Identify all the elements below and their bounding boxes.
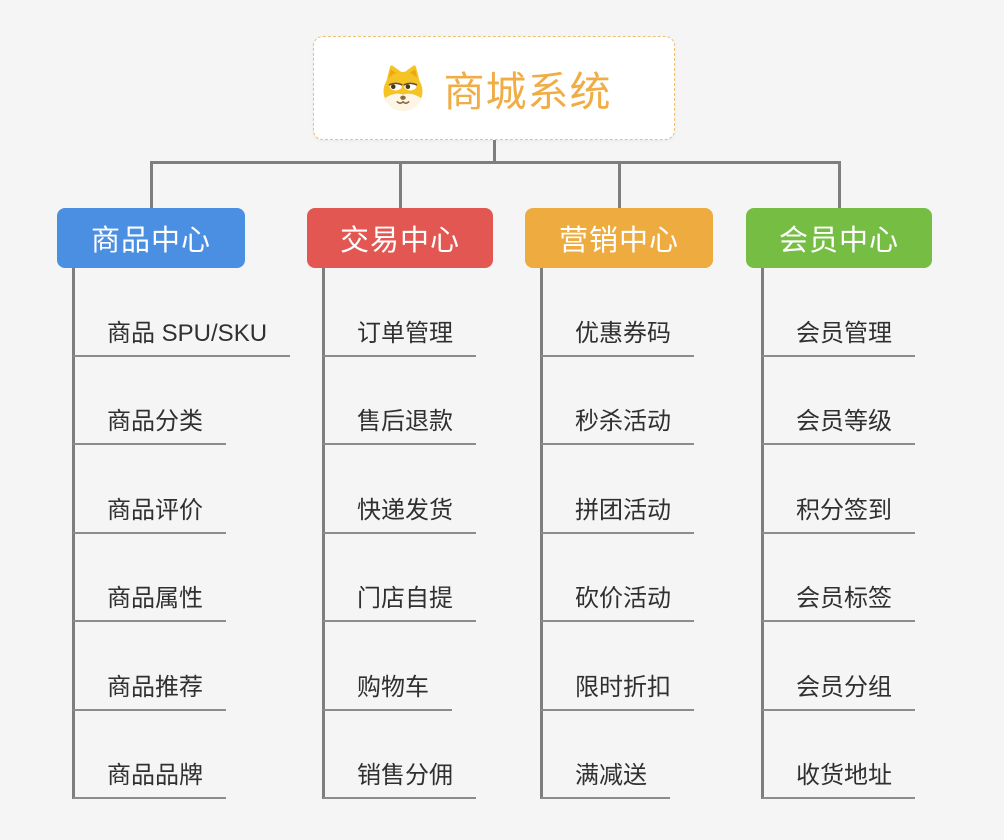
connector-bus: [149, 161, 841, 164]
root-node-label: 商城系统: [443, 69, 612, 115]
connector-spine-marketing-center: [540, 268, 543, 799]
leaf-node[interactable]: 商品推荐: [73, 622, 226, 711]
connector-spine-trade-center: [322, 268, 325, 799]
leaf-node[interactable]: 收货地址: [762, 711, 915, 799]
branch-column-member-center: 会员中心会员管理会员等级积分签到会员标签会员分组收货地址: [746, 208, 932, 799]
leaf-node[interactable]: 商品 SPU/SKU: [73, 268, 291, 357]
leaf-list-member-center: 会员管理会员等级积分签到会员标签会员分组收货地址: [762, 268, 915, 799]
shiba-dog-icon: [383, 65, 422, 111]
leaf-node[interactable]: 会员管理: [762, 268, 915, 357]
leaf-node[interactable]: 会员分组: [762, 622, 915, 711]
branch-label: 商品中心: [90, 225, 211, 257]
leaf-node[interactable]: 订单管理: [323, 268, 476, 357]
branch-label: 会员中心: [778, 225, 899, 257]
connector-drop-marketing-center: [617, 161, 621, 208]
leaf-node[interactable]: 优惠券码: [541, 268, 694, 357]
leaf-node[interactable]: 售后退款: [323, 357, 476, 445]
leaf-node[interactable]: 销售分佣: [323, 711, 476, 799]
connector-root-stem: [493, 140, 496, 164]
connector-drop-member-center: [837, 161, 841, 208]
leaf-node[interactable]: 商品分类: [73, 357, 226, 445]
leaf-node[interactable]: 砍价活动: [541, 534, 694, 622]
branch-column-marketing-center: 营销中心优惠券码秒杀活动拼团活动砍价活动限时折扣满减送: [525, 208, 713, 799]
leaf-node[interactable]: 会员等级: [762, 357, 915, 445]
leaf-list-marketing-center: 优惠券码秒杀活动拼团活动砍价活动限时折扣满减送: [541, 268, 694, 799]
root-node-mall-system[interactable]: 商城系统: [313, 36, 675, 140]
leaf-node[interactable]: 拼团活动: [541, 445, 694, 534]
leaf-node[interactable]: 限时折扣: [541, 622, 694, 711]
leaf-node[interactable]: 满减送: [541, 711, 670, 799]
leaf-node[interactable]: 积分签到: [762, 445, 915, 534]
branch-column-trade-center: 交易中心订单管理售后退款快递发货门店自提购物车销售分佣: [307, 208, 493, 799]
branch-node-product-center[interactable]: 商品中心: [57, 208, 245, 268]
branch-node-trade-center[interactable]: 交易中心: [307, 208, 493, 268]
connector-spine-product-center: [72, 268, 75, 799]
leaf-node[interactable]: 商品评价: [73, 445, 226, 534]
leaf-node[interactable]: 商品品牌: [73, 711, 226, 799]
leaf-node[interactable]: 购物车: [323, 622, 452, 711]
branch-label: 营销中心: [558, 225, 679, 257]
leaf-node[interactable]: 秒杀活动: [541, 357, 694, 445]
branch-label: 交易中心: [339, 225, 460, 257]
leaf-list-trade-center: 订单管理售后退款快递发货门店自提购物车销售分佣: [323, 268, 476, 799]
connector-drop-trade-center: [398, 161, 402, 208]
leaf-node[interactable]: 商品属性: [73, 534, 226, 622]
leaf-node[interactable]: 快递发货: [323, 445, 476, 534]
connector-drop-product-center: [149, 161, 153, 208]
branch-node-member-center[interactable]: 会员中心: [746, 208, 932, 268]
leaf-node[interactable]: 会员标签: [762, 534, 915, 622]
branch-node-marketing-center[interactable]: 营销中心: [525, 208, 713, 268]
leaf-node[interactable]: 门店自提: [323, 534, 476, 622]
connector-spine-member-center: [761, 268, 764, 799]
